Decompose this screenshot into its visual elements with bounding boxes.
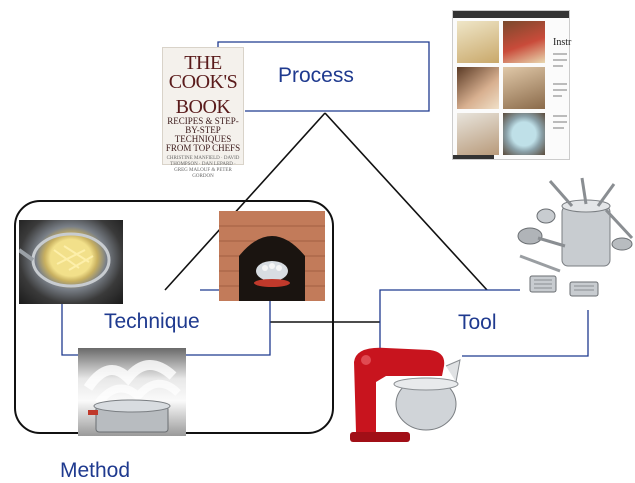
instruction-heading: Instr (553, 37, 572, 48)
tool-bracket-bottom (462, 310, 589, 357)
text-line (553, 53, 567, 55)
deep-fryer-photo (19, 220, 123, 304)
text-line (553, 59, 567, 61)
process-bracket (217, 41, 430, 112)
oven-arch-icon (219, 211, 325, 301)
tool-label: Tool (458, 311, 497, 334)
text-line (553, 89, 567, 91)
book-title-line1: THE COOK'S (168, 52, 238, 93)
clay-oven-photo (219, 211, 325, 301)
steaming-pot-photo (78, 348, 186, 436)
stand-mixer-image (346, 342, 462, 444)
instruction-photo-5 (457, 113, 499, 155)
text-line (553, 65, 563, 67)
text-line (553, 127, 564, 129)
method-label: Method (60, 459, 131, 482)
instruction-photo-2 (503, 21, 545, 63)
fryer-basket-icon (19, 232, 111, 288)
book-authors: CHRISTINE MANFIELD · DAVID THOMPSON · DA… (166, 156, 240, 179)
instruction-photo-4 (503, 67, 545, 109)
kitchen-utensils-image (510, 176, 635, 304)
process-label: Process (278, 64, 354, 87)
instruction-photo-6 (503, 113, 545, 155)
text-line (553, 95, 562, 97)
cookbook-cover-image: THE COOK'S BOOK RECIPES & STEP-BY-STEP T… (162, 47, 244, 179)
book-subtitle: RECIPES & STEP-BY-STEP TECHNIQUES FROM T… (165, 116, 241, 153)
text-line (553, 121, 567, 123)
steam-pot-icon (83, 360, 181, 433)
tool-bracket (379, 289, 520, 355)
instruction-photo-3 (457, 67, 499, 109)
text-line (553, 115, 567, 117)
instruction-page-image: Instr (452, 10, 572, 160)
triangle-right-edge (324, 112, 488, 291)
mixer-icon (350, 347, 461, 442)
technique-label: Technique (104, 310, 200, 333)
text-line (553, 83, 567, 85)
utensil-set-icon (517, 177, 634, 297)
instruction-page-header-bar (453, 11, 569, 18)
instruction-page-footer-bar (453, 155, 494, 159)
instruction-photo-1 (457, 21, 499, 63)
book-title-line2: BOOK (175, 96, 231, 118)
